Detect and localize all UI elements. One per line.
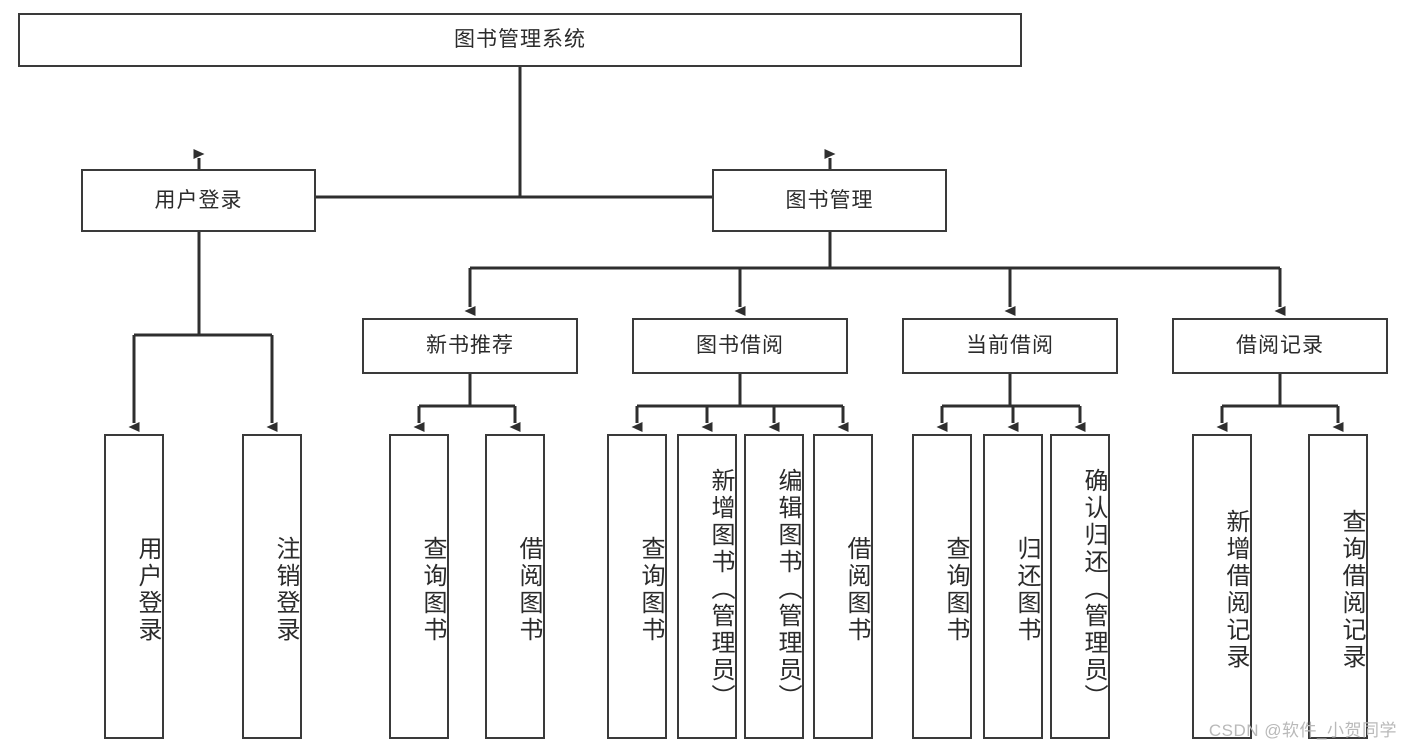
node-label: 查询图书 xyxy=(942,535,969,644)
node-label: 用户登录 xyxy=(154,188,243,212)
node-label: 新增图书（管理员） xyxy=(707,468,734,711)
node-label: 当前借阅 xyxy=(966,334,1054,358)
node-leaf-edit-book-admin[interactable]: 编辑图书（管理员） xyxy=(744,434,804,739)
node-leaf-return-book[interactable]: 归还图书 xyxy=(983,434,1043,739)
node-label: 确认归还（管理员） xyxy=(1080,468,1107,711)
node-label: 借阅记录 xyxy=(1236,334,1324,358)
node-label: 查询借阅记录 xyxy=(1338,508,1365,671)
node-leaf-confirm-return-admin[interactable]: 确认归还（管理员） xyxy=(1050,434,1110,739)
node-label: 借阅图书 xyxy=(843,535,870,644)
node-leaf-user-login[interactable]: 用户登录 xyxy=(104,434,164,739)
node-leaf-add-book-admin[interactable]: 新增图书（管理员） xyxy=(677,434,737,739)
node-root[interactable]: 图书管理系统 xyxy=(18,13,1022,67)
node-label: 查询图书 xyxy=(419,535,446,644)
node-borrow-record[interactable]: 借阅记录 xyxy=(1172,318,1388,374)
watermark-text: CSDN @软件_小贺同学 xyxy=(1208,721,1397,740)
node-leaf-query-book-3[interactable]: 查询图书 xyxy=(912,434,972,739)
node-book-borrow[interactable]: 图书借阅 xyxy=(632,318,848,374)
node-user-login[interactable]: 用户登录 xyxy=(81,169,316,232)
node-label: 图书借阅 xyxy=(696,334,784,358)
node-label: 归还图书 xyxy=(1013,535,1040,644)
node-label: 图书管理系统 xyxy=(454,28,586,52)
node-leaf-query-book-2[interactable]: 查询图书 xyxy=(607,434,667,739)
node-label: 借阅图书 xyxy=(515,535,542,644)
node-new-book-recommend[interactable]: 新书推荐 xyxy=(362,318,578,374)
node-label: 编辑图书（管理员） xyxy=(774,468,801,711)
node-label: 注销登录 xyxy=(272,535,299,644)
node-leaf-add-borrow-record[interactable]: 新增借阅记录 xyxy=(1192,434,1252,739)
node-label: 新书推荐 xyxy=(426,334,514,358)
node-label: 查询图书 xyxy=(637,535,664,644)
node-book-manage[interactable]: 图书管理 xyxy=(712,169,947,232)
node-leaf-user-logout[interactable]: 注销登录 xyxy=(242,434,302,739)
node-leaf-borrow-book-1[interactable]: 借阅图书 xyxy=(485,434,545,739)
node-label: 新增借阅记录 xyxy=(1222,508,1249,671)
node-current-borrow[interactable]: 当前借阅 xyxy=(902,318,1118,374)
node-leaf-query-borrow-record[interactable]: 查询借阅记录 xyxy=(1308,434,1368,739)
node-label: 图书管理 xyxy=(785,188,874,212)
node-leaf-borrow-book-2[interactable]: 借阅图书 xyxy=(813,434,873,739)
node-label: 用户登录 xyxy=(134,535,161,644)
node-leaf-query-book-1[interactable]: 查询图书 xyxy=(389,434,449,739)
